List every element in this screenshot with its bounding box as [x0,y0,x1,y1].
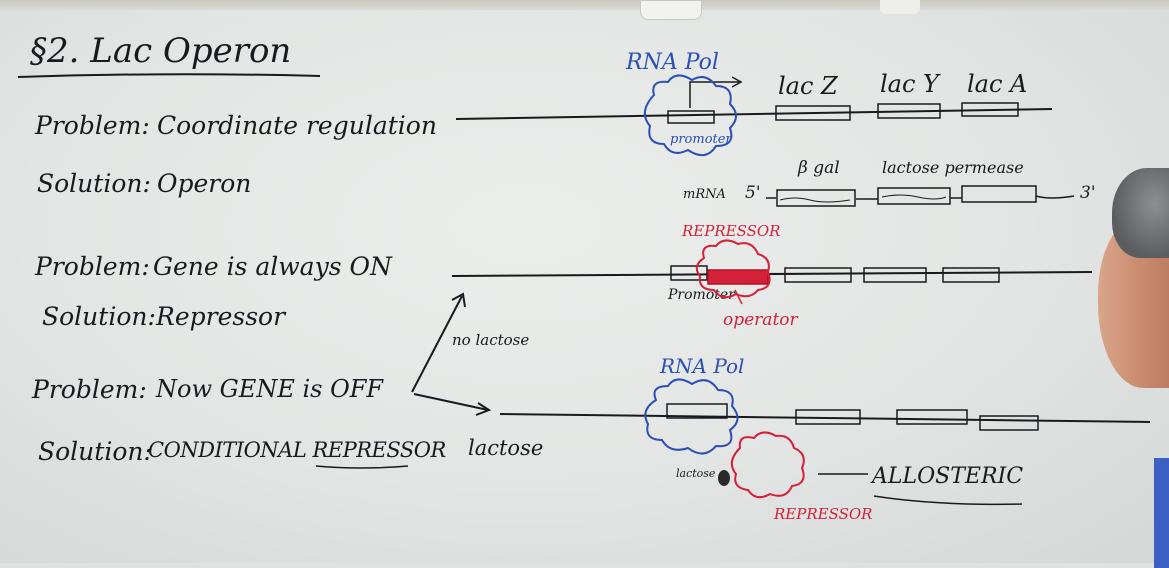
gene-box-lacz [775,105,851,121]
rna-pol-blob-1 [643,74,737,157]
problem-label: Problem: [35,111,150,140]
repressor-blob-1 [695,239,771,299]
promoter-label: promoter [670,132,732,147]
rna-pol-label: RNA Pol [660,354,745,378]
rna-pol-blob-2 [644,378,739,455]
promoter-label: Promoter [668,287,735,303]
gene-label-lacz: lac Z [778,72,838,100]
lecturer-hair [1112,168,1169,258]
lecturer [1098,168,1169,568]
dna-operon-induced [499,403,1151,431]
problem-label: Problem: [35,252,150,281]
problem-text: Gene is always ON [153,252,392,281]
repressor-blob-2 [730,431,805,499]
dna-operon-1 [455,76,1053,124]
permease-label: lactose permease [882,158,1024,177]
gene-label-laca: lac A [967,70,1028,98]
allosteric-underline [873,495,1023,506]
lactose-molecule [718,470,730,486]
board-clip [880,0,920,14]
board-clip [640,0,702,20]
problem-label: Problem: [32,375,147,404]
problem-text: Now GENE is OFF [156,375,384,403]
mrna-strand [766,185,1075,207]
branch-arrows [411,292,492,416]
solution-label: Solution: [38,437,152,466]
beta-gal-label: β gal [798,158,840,178]
problem-text: Coordinate regulation [157,111,437,140]
solution-label: Solution: [42,302,156,331]
dna-operon-repressed [451,265,1093,305]
solution-text: CONDITIONAL REPRESSOR [148,438,446,462]
lactose-molecule-label: lactose [676,467,716,480]
mrna-label: mRNA [683,187,726,202]
gene-box-lacy [877,103,941,119]
operator-label: operator [723,310,798,330]
rna-pol-label: RNA Pol [626,50,719,75]
section-title: §2. Lac Operon [30,31,292,71]
five-prime-label: 5' [745,183,761,203]
repressor-label: REPRESSOR [682,222,781,240]
solution-label: Solution: [37,169,151,198]
lecturer-shirt [1154,458,1169,568]
solution-text: Operon [157,169,252,198]
repressor-label: REPRESSOR [774,505,873,523]
allosteric-label: ALLOSTERIC [872,464,1024,489]
three-prime-label: 3' [1080,183,1096,203]
repressor-underline [315,465,409,469]
gene-box-laca [961,102,1019,117]
gene-label-lacy: lac Y [880,70,939,98]
lactose-label: lactose [468,436,544,460]
solution-text: Repressor [156,302,286,331]
board-frame [0,0,1169,10]
operator-box [707,269,769,285]
no-lactose-label: no lactose [452,331,530,349]
